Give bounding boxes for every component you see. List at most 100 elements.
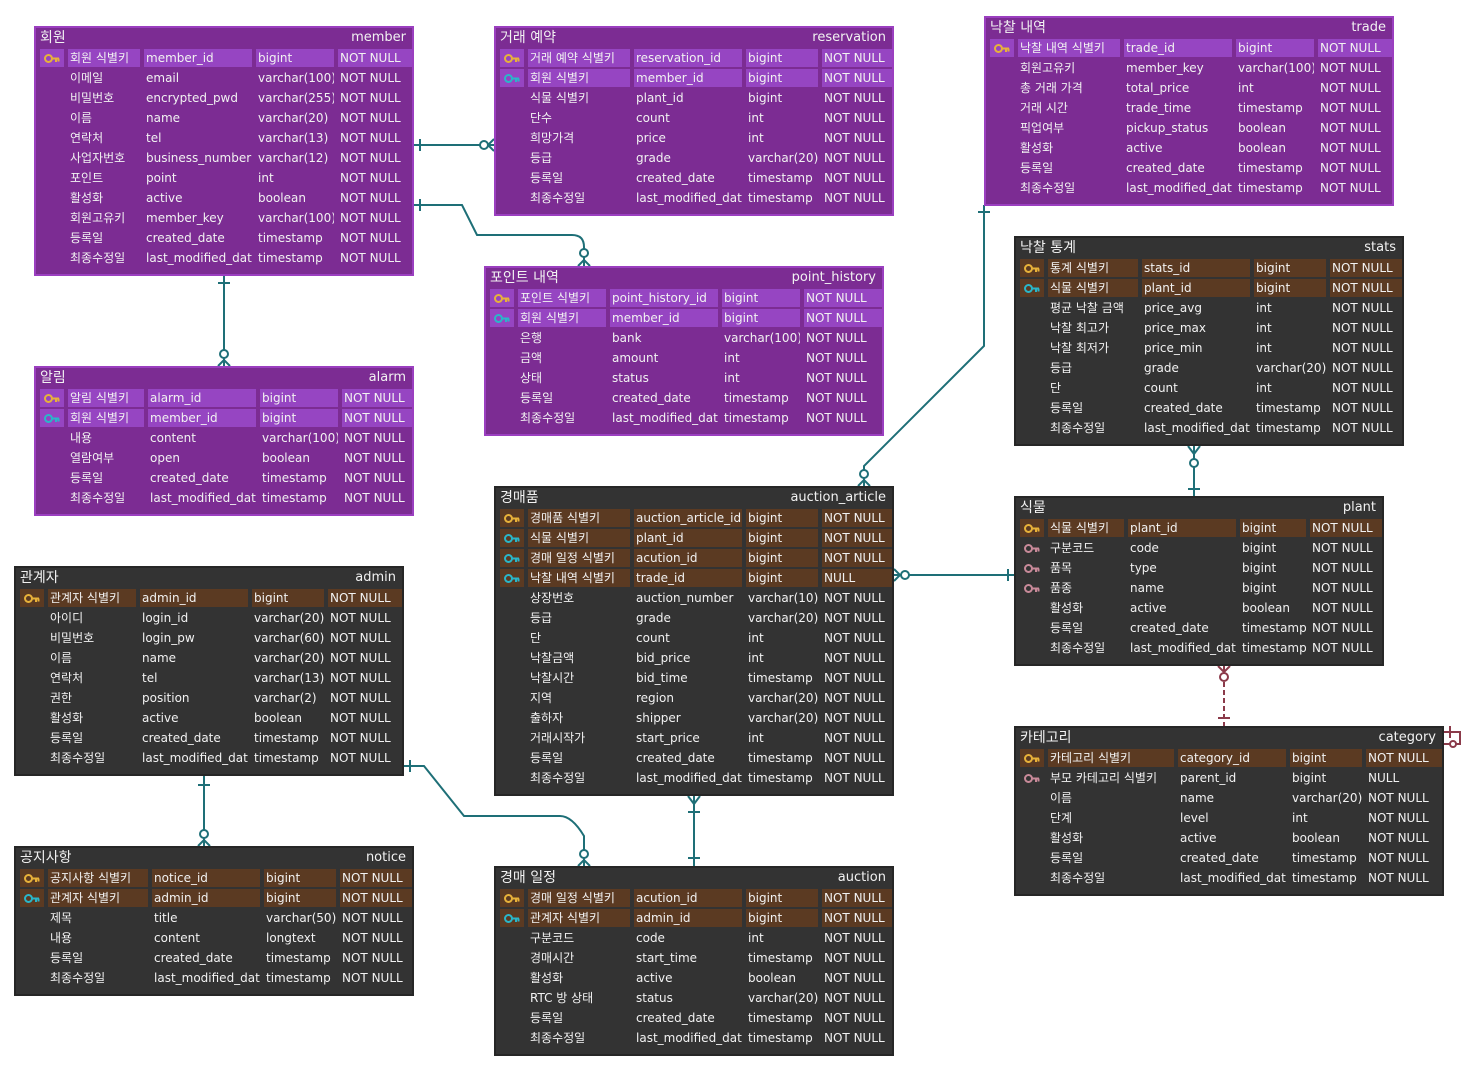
table-header[interactable]: 경매 일정auction bbox=[496, 868, 892, 888]
table-alarm[interactable]: 알림alarm알림 식별키alarm_idbigintNOT NULL회원 식별… bbox=[34, 366, 414, 516]
table-row[interactable]: 회원고유키member_keyvarchar(100)NOT NULL bbox=[36, 208, 412, 228]
table-row[interactable]: 등급gradevarchar(20)NOT NULL bbox=[1016, 358, 1402, 378]
table-row[interactable]: 열람여부openbooleanNOT NULL bbox=[36, 448, 412, 468]
table-row[interactable]: 비밀번호encrypted_pwdvarchar(255)NOT NULL bbox=[36, 88, 412, 108]
table-row[interactable]: 단countintNOT NULL bbox=[496, 628, 892, 648]
table-row[interactable]: 최종수정일last_modified_datetimestampNOT NULL bbox=[36, 248, 412, 268]
table-row[interactable]: 등록일created_datetimestampNOT NULL bbox=[496, 1008, 892, 1028]
table-row[interactable]: 낙찰금액bid_priceintNOT NULL bbox=[496, 648, 892, 668]
table-auction[interactable]: 경매 일정auction경매 일정 식별키acution_idbigintNOT… bbox=[494, 866, 894, 1056]
table-row[interactable]: 공지사항 식별키notice_idbigintNOT NULL bbox=[16, 868, 412, 888]
table-row[interactable]: 활성화activebooleanNOT NULL bbox=[36, 188, 412, 208]
table-row[interactable]: 포인트pointintNOT NULL bbox=[36, 168, 412, 188]
table-row[interactable]: 낙찰 내역 식별키trade_idbigintNULL bbox=[496, 568, 892, 588]
table-row[interactable]: 최종수정일last_modified_datetimestampNOT NULL bbox=[36, 488, 412, 508]
table-row[interactable]: 활성화activebooleanNOT NULL bbox=[496, 968, 892, 988]
table-row[interactable]: 이메일emailvarchar(100)NOT NULL bbox=[36, 68, 412, 88]
table-row[interactable]: 상태statusintNOT NULL bbox=[486, 368, 882, 388]
table-row[interactable]: 권한positionvarchar(2)NOT NULL bbox=[16, 688, 402, 708]
table-row[interactable]: 제목titlevarchar(50)NOT NULL bbox=[16, 908, 412, 928]
table-row[interactable]: 내용contentvarchar(100)NOT NULL bbox=[36, 428, 412, 448]
table-row[interactable]: 회원 식별키member_idbigintNOT NULL bbox=[36, 408, 412, 428]
table-row[interactable]: 등록일created_datetimestampNOT NULL bbox=[496, 168, 892, 188]
table-row[interactable]: 금액amountintNOT NULL bbox=[486, 348, 882, 368]
table-row[interactable]: 총 거래 가격total_priceintNOT NULL bbox=[986, 78, 1392, 98]
table-row[interactable]: 활성화activebooleanNOT NULL bbox=[986, 138, 1392, 158]
table-row[interactable]: 연락처telvarchar(13)NOT NULL bbox=[16, 668, 402, 688]
table-row[interactable]: 등급gradevarchar(20)NOT NULL bbox=[496, 608, 892, 628]
table-row[interactable]: 희망가격priceintNOT NULL bbox=[496, 128, 892, 148]
table-row[interactable]: 부모 카테고리 식별키parent_idbigintNULL bbox=[1016, 768, 1442, 788]
table-row[interactable]: 식물 식별키plant_idbigintNOT NULL bbox=[1016, 518, 1382, 538]
table-row[interactable]: 회원 식별키member_idbigintNOT NULL bbox=[36, 48, 412, 68]
table-row[interactable]: 최종수정일last_modified_datetimestampNOT NULL bbox=[1016, 638, 1382, 658]
table-row[interactable]: 회원 식별키member_idbigintNOT NULL bbox=[486, 308, 882, 328]
table-header[interactable]: 공지사항notice bbox=[16, 848, 412, 868]
table-row[interactable]: 식물 식별키plant_idbigintNOT NULL bbox=[496, 88, 892, 108]
table-row[interactable]: 경매 일정 식별키acution_idbigintNOT NULL bbox=[496, 548, 892, 568]
table-row[interactable]: 연락처telvarchar(13)NOT NULL bbox=[36, 128, 412, 148]
table-admin[interactable]: 관계자admin관계자 식별키admin_idbigintNOT NULL아이디… bbox=[14, 566, 404, 776]
table-header[interactable]: 관계자admin bbox=[16, 568, 402, 588]
table-reservation[interactable]: 거래 예약reservation거래 예약 식별키reservation_idb… bbox=[494, 26, 894, 216]
table-row[interactable]: 관계자 식별키admin_idbigintNOT NULL bbox=[16, 588, 402, 608]
table-row[interactable]: 출하자shippervarchar(20)NOT NULL bbox=[496, 708, 892, 728]
table-stats[interactable]: 낙찰 통계stats통계 식별키stats_idbigintNOT NULL식물… bbox=[1014, 236, 1404, 446]
table-row[interactable]: 비밀번호login_pwvarchar(60)NOT NULL bbox=[16, 628, 402, 648]
table-header[interactable]: 포인트 내역point_history bbox=[486, 268, 882, 288]
table-row[interactable]: 등록일created_datetimestampNOT NULL bbox=[36, 228, 412, 248]
table-row[interactable]: 이름namevarchar(20)NOT NULL bbox=[36, 108, 412, 128]
table-plant[interactable]: 식물plant식물 식별키plant_idbigintNOT NULL구분코드c… bbox=[1014, 496, 1384, 666]
table-row[interactable]: 경매시간start_timetimestampNOT NULL bbox=[496, 948, 892, 968]
table-row[interactable]: 등록일created_datetimestampNOT NULL bbox=[1016, 848, 1442, 868]
table-row[interactable]: 회원 식별키member_idbigintNOT NULL bbox=[496, 68, 892, 88]
table-row[interactable]: 품목typebigintNOT NULL bbox=[1016, 558, 1382, 578]
table-row[interactable]: 경매 일정 식별키acution_idbigintNOT NULL bbox=[496, 888, 892, 908]
table-header[interactable]: 식물plant bbox=[1016, 498, 1382, 518]
table-row[interactable]: 최종수정일last_modified_datetimestampNOT NULL bbox=[496, 768, 892, 788]
table-row[interactable]: 품종namebigintNOT NULL bbox=[1016, 578, 1382, 598]
table-row[interactable]: 구분코드codebigintNOT NULL bbox=[1016, 538, 1382, 558]
table-header[interactable]: 거래 예약reservation bbox=[496, 28, 892, 48]
table-row[interactable]: 이름namevarchar(20)NOT NULL bbox=[16, 648, 402, 668]
table-row[interactable]: 평균 낙찰 금액price_avgintNOT NULL bbox=[1016, 298, 1402, 318]
table-row[interactable]: 식물 식별키plant_idbigintNOT NULL bbox=[1016, 278, 1402, 298]
table-row[interactable]: 활성화activebooleanNOT NULL bbox=[1016, 828, 1442, 848]
table-header[interactable]: 낙찰 내역trade bbox=[986, 18, 1392, 38]
table-row[interactable]: 픽업여부pickup_statusbooleanNOT NULL bbox=[986, 118, 1392, 138]
table-row[interactable]: 은행bankvarchar(100)NOT NULL bbox=[486, 328, 882, 348]
table-row[interactable]: 거래 예약 식별키reservation_idbigintNOT NULL bbox=[496, 48, 892, 68]
table-member[interactable]: 회원member회원 식별키member_idbigintNOT NULL이메일… bbox=[34, 26, 414, 276]
table-row[interactable]: RTC 방 상태statusvarchar(20)NOT NULL bbox=[496, 988, 892, 1008]
table-row[interactable]: 관계자 식별키admin_idbigintNOT NULL bbox=[16, 888, 412, 908]
table-row[interactable]: 내용contentlongtextNOT NULL bbox=[16, 928, 412, 948]
table-row[interactable]: 알림 식별키alarm_idbigintNOT NULL bbox=[36, 388, 412, 408]
table-row[interactable]: 최종수정일last_modified_datetimestampNOT NULL bbox=[986, 178, 1392, 198]
table-header[interactable]: 알림alarm bbox=[36, 368, 412, 388]
table-row[interactable]: 단countintNOT NULL bbox=[1016, 378, 1402, 398]
table-row[interactable]: 낙찰 최저가price_minintNOT NULL bbox=[1016, 338, 1402, 358]
table-row[interactable]: 등급gradevarchar(20)NOT NULL bbox=[496, 148, 892, 168]
table-row[interactable]: 등록일created_datetimestampNOT NULL bbox=[496, 748, 892, 768]
table-header[interactable]: 회원member bbox=[36, 28, 412, 48]
table-category[interactable]: 카테고리category카테고리 식별키category_idbigintNOT… bbox=[1014, 726, 1444, 896]
table-row[interactable]: 최종수정일last_modified_datetimestampNOT NULL bbox=[496, 188, 892, 208]
table-row[interactable]: 단수countintNOT NULL bbox=[496, 108, 892, 128]
table-row[interactable]: 낙찰 최고가price_maxintNOT NULL bbox=[1016, 318, 1402, 338]
table-row[interactable]: 등록일created_datetimestampNOT NULL bbox=[36, 468, 412, 488]
table-row[interactable]: 사업자번호business_numbervarchar(12)NOT NULL bbox=[36, 148, 412, 168]
table-row[interactable]: 단계levelintNOT NULL bbox=[1016, 808, 1442, 828]
table-row[interactable]: 활성화activebooleanNOT NULL bbox=[16, 708, 402, 728]
table-point-history[interactable]: 포인트 내역point_history포인트 식별키point_history_… bbox=[484, 266, 884, 436]
table-header[interactable]: 카테고리category bbox=[1016, 728, 1442, 748]
table-row[interactable]: 낙찰시간bid_timetimestampNOT NULL bbox=[496, 668, 892, 688]
table-row[interactable]: 지역regionvarchar(20)NOT NULL bbox=[496, 688, 892, 708]
table-row[interactable]: 통계 식별키stats_idbigintNOT NULL bbox=[1016, 258, 1402, 278]
table-row[interactable]: 등록일created_datetimestampNOT NULL bbox=[16, 728, 402, 748]
table-header[interactable]: 경매품auction_article bbox=[496, 488, 892, 508]
table-row[interactable]: 등록일created_datetimestampNOT NULL bbox=[1016, 398, 1402, 418]
table-row[interactable]: 경매품 식별키auction_article_idbigintNOT NULL bbox=[496, 508, 892, 528]
table-row[interactable]: 등록일created_datetimestampNOT NULL bbox=[986, 158, 1392, 178]
table-row[interactable]: 식물 식별키plant_idbigintNOT NULL bbox=[496, 528, 892, 548]
table-row[interactable]: 최종수정일last_modified_datetimestampNOT NULL bbox=[1016, 418, 1402, 438]
